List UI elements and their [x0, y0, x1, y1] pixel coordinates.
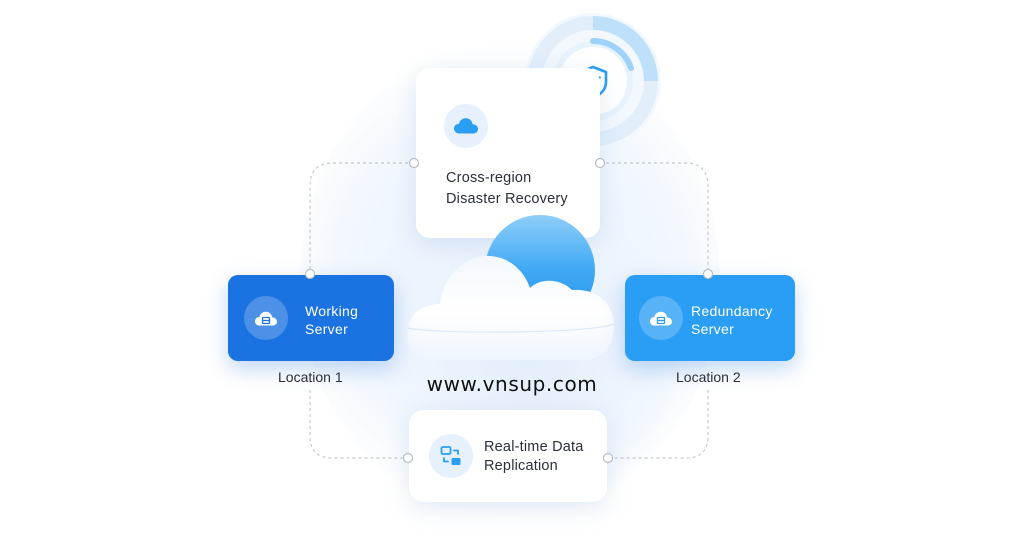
working-server-card: Working Server [228, 275, 394, 361]
cloud-icon [454, 118, 478, 134]
working-server-label-line2: Server [305, 321, 349, 337]
cloud-sun-illustration [407, 215, 615, 360]
replication-label-line1: Real-time Data [484, 439, 584, 455]
redundancy-server-label: Redundancy Server [691, 302, 773, 338]
redundancy-server-label-line1: Redundancy [691, 303, 773, 319]
redundancy-server-card: Redundancy Server [625, 275, 795, 361]
replication-icon-bubble [429, 434, 473, 478]
redundancy-server-icon-bubble [639, 296, 683, 340]
server-cloud-icon [255, 311, 277, 326]
replication-card: Real-time Data Replication [409, 410, 607, 502]
location-1-caption: Location 1 [278, 369, 343, 385]
endpoint-dot [602, 452, 614, 464]
working-server-label: Working Server [305, 302, 358, 338]
data-sync-icon [440, 446, 461, 465]
endpoint-dot [304, 268, 316, 280]
watermark-text: www.vnsup.com [426, 372, 598, 396]
endpoint-dot [408, 157, 420, 169]
endpoint-dot [594, 157, 606, 169]
working-server-icon-bubble [244, 296, 288, 340]
redundancy-server-label-line2: Server [691, 321, 735, 337]
connector-right-top [600, 162, 709, 274]
cross-region-card: Cross-region Disaster Recovery [416, 68, 600, 238]
server-cloud-icon [650, 311, 672, 326]
replication-label-line2: Replication [484, 458, 558, 474]
cross-region-label-line1: Cross-region [446, 170, 532, 186]
cross-region-label: Cross-region Disaster Recovery [446, 168, 568, 210]
replication-label: Real-time Data Replication [484, 438, 584, 476]
working-server-label-line1: Working [305, 303, 359, 319]
location-2-caption: Location 2 [676, 369, 741, 385]
endpoint-dot [702, 268, 714, 280]
cross-region-icon-bubble [444, 104, 488, 148]
cross-region-label-line2: Disaster Recovery [446, 191, 568, 207]
endpoint-dot [402, 452, 414, 464]
